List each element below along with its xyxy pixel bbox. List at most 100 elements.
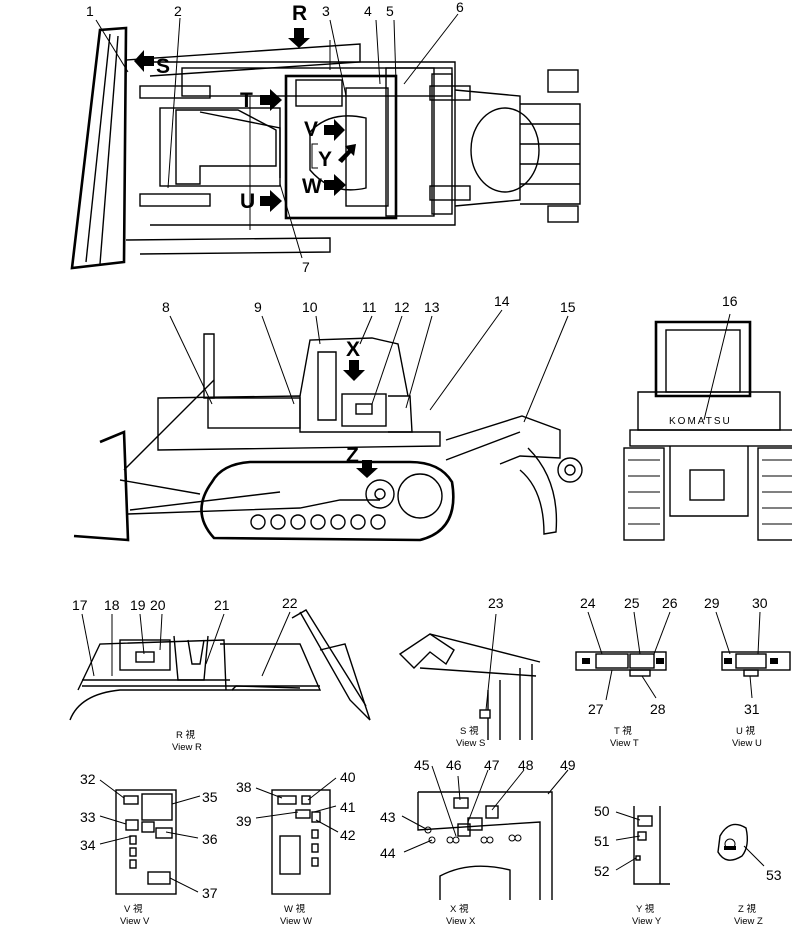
callout-18: 18 xyxy=(104,597,120,613)
view-arrow-icon xyxy=(324,174,346,196)
callout-28: 28 xyxy=(650,701,666,717)
view-letter-w: W xyxy=(302,175,322,198)
callout-20: 20 xyxy=(150,597,166,613)
callout-36: 36 xyxy=(202,831,218,847)
caption-v-jp: V 視 xyxy=(124,903,143,915)
view-s-drawing xyxy=(398,633,541,740)
callout-52: 52 xyxy=(594,863,610,879)
view-captions: R 視 View R S 視 View S T 視 View T U 視 Vie… xyxy=(120,725,763,927)
side-view-drawing xyxy=(73,333,583,542)
callout-17: 17 xyxy=(72,597,88,613)
callout-23: 23 xyxy=(488,595,504,611)
caption-x-en: View X xyxy=(446,916,476,927)
callout-40: 40 xyxy=(340,769,356,785)
caption-r-en: View R xyxy=(172,742,202,753)
caption-z-en: View Z xyxy=(734,916,763,927)
callout-35: 35 xyxy=(202,789,218,805)
callout-45: 45 xyxy=(414,757,430,773)
caption-y-jp: Y 視 xyxy=(636,903,655,915)
callout-13: 13 xyxy=(424,299,440,315)
view-arrow-icon xyxy=(343,360,365,381)
view-letter-z: Z xyxy=(346,444,359,467)
callout-41: 41 xyxy=(340,799,356,815)
view-letter-v: V xyxy=(304,118,318,141)
callout-12: 12 xyxy=(394,299,410,315)
callout-9: 9 xyxy=(254,299,262,315)
view-x-drawing xyxy=(417,791,553,900)
caption-y-en: View Y xyxy=(632,916,662,927)
callout-43: 43 xyxy=(380,809,396,825)
callout-2: 2 xyxy=(174,3,182,19)
view-letter-s: S xyxy=(156,55,170,78)
rear-view-drawing: KOMATSU xyxy=(623,320,792,541)
caption-u-en: View U xyxy=(732,738,762,749)
callout-22: 22 xyxy=(282,595,298,611)
view-w-drawing xyxy=(271,789,331,895)
caption-v-en: View V xyxy=(120,916,150,927)
callout-38: 38 xyxy=(236,779,252,795)
caption-s-jp: S 視 xyxy=(460,725,479,737)
caption-t-en: View T xyxy=(610,738,639,749)
callout-4: 4 xyxy=(364,3,372,19)
view-letter-x: X xyxy=(346,338,360,361)
caption-s-en: View S xyxy=(456,738,485,749)
view-y-drawing xyxy=(633,806,670,885)
callout-27: 27 xyxy=(588,701,604,717)
callout-50: 50 xyxy=(594,803,610,819)
view-arrow-icon xyxy=(288,28,310,48)
view-z-drawing xyxy=(717,823,749,861)
view-arrow-icon xyxy=(260,190,282,212)
callout-24: 24 xyxy=(580,595,596,611)
view-letter-r: R xyxy=(292,2,307,25)
view-arrow-icon xyxy=(134,50,154,72)
callout-25: 25 xyxy=(624,595,640,611)
callout-15: 15 xyxy=(560,299,576,315)
callout-30: 30 xyxy=(752,595,768,611)
callout-53: 53 xyxy=(766,867,782,883)
caption-w-jp: W 視 xyxy=(284,903,306,915)
callout-26: 26 xyxy=(662,595,678,611)
callout-48: 48 xyxy=(518,757,534,773)
caption-r-jp: R 視 xyxy=(176,729,196,741)
callout-49: 49 xyxy=(560,757,576,773)
callout-11: 11 xyxy=(362,299,377,315)
callout-1: 1 xyxy=(86,3,94,19)
callout-6: 6 xyxy=(456,0,464,15)
callout-5: 5 xyxy=(386,3,394,19)
caption-t-jp: T 視 xyxy=(614,725,632,737)
callout-10: 10 xyxy=(302,299,318,315)
view-letter-u: U xyxy=(240,190,255,213)
view-r-drawing xyxy=(69,609,371,721)
callout-21: 21 xyxy=(214,597,230,613)
view-v-drawing xyxy=(115,789,177,895)
callout-19: 19 xyxy=(130,597,146,613)
callout-51: 51 xyxy=(594,833,610,849)
view-letter-t: T xyxy=(240,89,253,112)
caption-x-jp: X 視 xyxy=(450,903,469,915)
view-u-drawing xyxy=(721,651,791,677)
callout-8: 8 xyxy=(162,299,170,315)
callout-37: 37 xyxy=(202,885,218,901)
callout-31: 31 xyxy=(744,701,760,717)
callout-44: 44 xyxy=(380,845,396,861)
callout-34: 34 xyxy=(80,837,96,853)
callout-47: 47 xyxy=(484,757,500,773)
view-t-drawing xyxy=(575,651,667,677)
callout-46: 46 xyxy=(446,757,462,773)
caption-w-en: View W xyxy=(280,916,312,927)
callout-32: 32 xyxy=(80,771,96,787)
callout-33: 33 xyxy=(80,809,96,825)
view-arrows xyxy=(134,28,378,478)
view-arrow-icon xyxy=(356,460,378,478)
view-arrow-icon xyxy=(260,89,282,111)
caption-u-jp: U 視 xyxy=(736,725,756,737)
callout-14: 14 xyxy=(494,293,510,309)
leader-lines xyxy=(81,13,765,893)
callout-29: 29 xyxy=(704,595,720,611)
brand-plate-text: KOMATSU xyxy=(669,416,732,427)
view-letters: R S T V Y U W X Z xyxy=(156,2,360,467)
callout-16: 16 xyxy=(722,293,738,309)
view-letter-y: Y xyxy=(318,148,332,171)
view-arrow-icon xyxy=(324,119,345,141)
